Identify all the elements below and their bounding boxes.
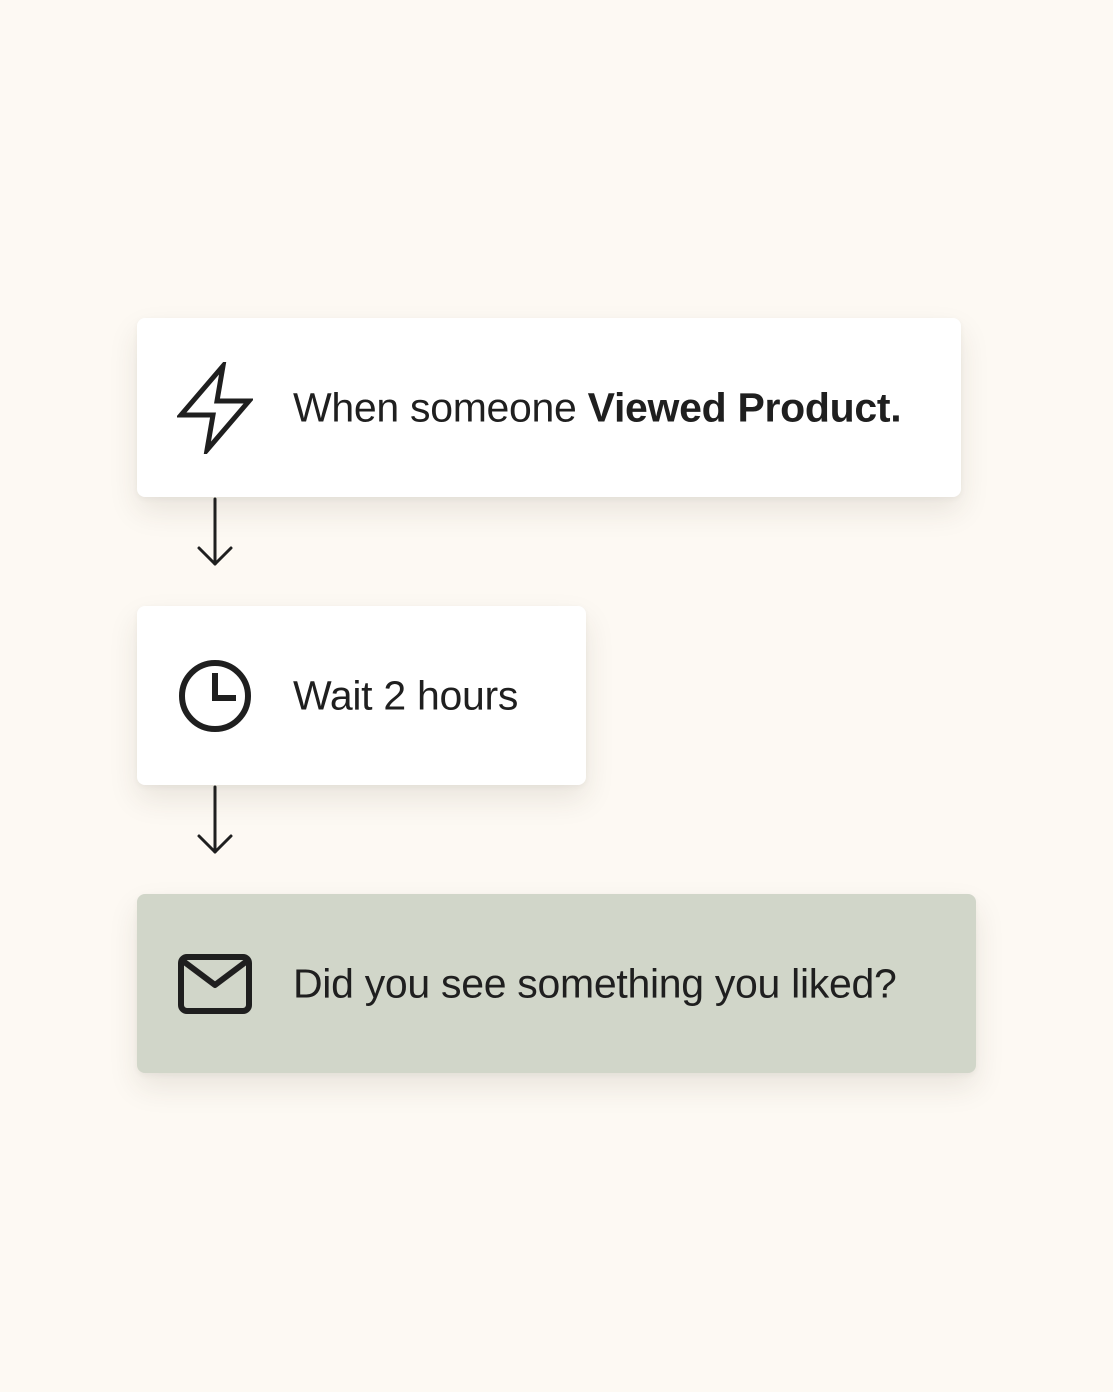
envelope-icon xyxy=(177,938,253,1030)
trigger-step-card[interactable]: When someone Viewed Product. xyxy=(137,318,961,497)
wait-step-card[interactable]: Wait 2 hours xyxy=(137,606,586,785)
trigger-step-prefix: When someone xyxy=(293,384,588,430)
trigger-step-label: When someone Viewed Product. xyxy=(293,384,902,431)
down-arrow-icon xyxy=(197,497,233,566)
clock-icon xyxy=(177,650,253,742)
wait-step-label: Wait 2 hours xyxy=(293,672,519,718)
email-step-label: Did you see something you liked? xyxy=(293,960,897,1006)
down-arrow-icon xyxy=(197,785,233,854)
trigger-event-name: Viewed Product. xyxy=(587,384,902,430)
lightning-bolt-icon xyxy=(177,361,253,454)
email-step-card[interactable]: Did you see something you liked? xyxy=(137,894,976,1073)
